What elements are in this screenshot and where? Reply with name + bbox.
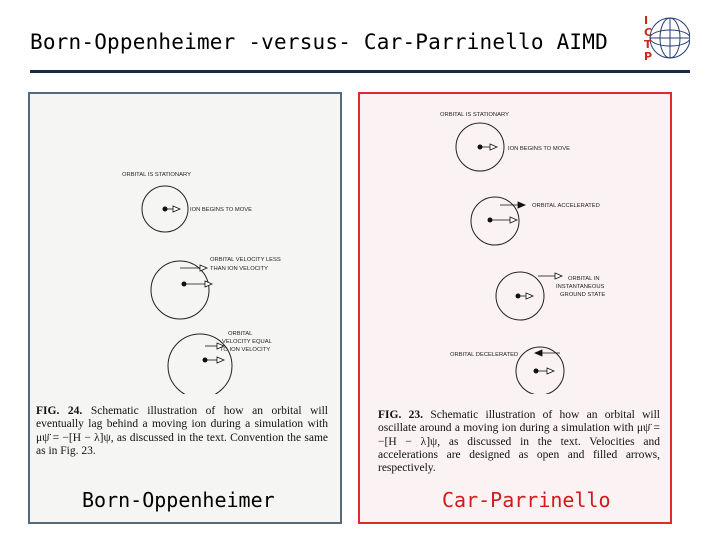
cp-orbital-figure: ORBITAL IS STATIONARY ION BEGINS TO MOVE… (440, 112, 605, 394)
bo-label-vel-equal-3: TO ION VELOCITY (220, 347, 270, 353)
bo-caption-text: Schematic illustration of how an orbital… (36, 405, 328, 457)
bo-ion-velocity-arrow-3 (216, 356, 226, 364)
car-parrinello-panel: ORBITAL IS STATIONARY ION BEGINS TO MOVE… (358, 92, 672, 524)
cp-label-instant-3: GROUND STATE (560, 292, 605, 298)
cp-ion-velocity-arrow-4 (546, 367, 556, 375)
cp-figure-caption: FIG. 23. Schematic illustration of how a… (378, 409, 660, 475)
cp-ion-velocity-arrow-2 (509, 216, 519, 224)
cp-label-instant-2: INSTANTANEOUS (556, 284, 605, 290)
globe-icon (649, 17, 690, 59)
born-oppenheimer-panel: ORBITAL IS STATIONARY ION BEGINS TO MOVE… (28, 92, 342, 524)
cp-orbital-3 (495, 271, 545, 321)
logo-letter-i: I (644, 14, 648, 27)
cp-orbital-deceleration-arrow-4 (533, 349, 543, 357)
cp-label-instant-1: ORBITAL IN (568, 276, 600, 282)
cp-orbital-1 (455, 122, 505, 172)
bo-orbital-1 (141, 185, 189, 233)
cp-label-stationary: ORBITAL IS STATIONARY (440, 112, 509, 118)
bo-label-ion-moves: ION BEGINS TO MOVE (190, 207, 252, 213)
bo-orbital-2 (150, 260, 210, 320)
bo-method-label: Born-Oppenheimer (82, 488, 275, 512)
bo-label-stationary: ORBITAL IS STATIONARY (122, 172, 191, 178)
cp-orbital-acceleration-arrow-2 (517, 201, 527, 209)
cp-ion-velocity-arrow-3 (525, 292, 535, 300)
cp-label-decelerated: ORBITAL DECELERATED (450, 352, 518, 358)
cp-ion-velocity-arrow-1 (489, 143, 499, 151)
cp-fig-number: FIG. 23. (378, 409, 423, 421)
bo-orbital-velocity-arrow-3 (216, 342, 226, 350)
bo-orbital-velocity-arrow-2 (199, 264, 209, 272)
cp-caption-text: Schematic illustration of how an orbital… (378, 409, 660, 475)
bo-label-vel-equal-2: VELOCITY EQUAL (222, 339, 273, 345)
cp-orbital-4 (515, 346, 565, 394)
cp-method-label: Car-Parrinello (442, 488, 611, 512)
title-underline (30, 70, 690, 73)
bo-ion-velocity-arrow-1 (172, 205, 182, 213)
logo-letter-t: T (644, 38, 652, 51)
bo-label-vel-less-2: THAN ION VELOCITY (210, 266, 268, 272)
bo-figure-caption: FIG. 24. Schematic illustration of how a… (36, 405, 328, 458)
bo-fig-number: FIG. 24. (36, 405, 83, 417)
cp-label-accelerated: ORBITAL ACCELERATED (532, 203, 600, 209)
logo-letter-p: P (644, 50, 652, 63)
cp-orbital-velocity-arrow-3 (554, 272, 564, 280)
bo-orbital-3 (167, 333, 233, 394)
ictp-logo: I C T P (644, 14, 690, 63)
bo-label-vel-less-1: ORBITAL VELOCITY LESS (210, 257, 281, 263)
logo-letter-c: C (644, 26, 652, 39)
bo-ion-velocity-arrow-2 (204, 280, 214, 288)
cp-label-ion-moves: ION BEGINS TO MOVE (508, 146, 570, 152)
cp-orbital-2 (470, 196, 520, 246)
bo-orbital-figure: ORBITAL IS STATIONARY ION BEGINS TO MOVE… (122, 172, 281, 394)
bo-label-vel-equal-1: ORBITAL (228, 331, 253, 337)
slide-title: Born-Oppenheimer -versus- Car-Parrinello… (30, 30, 608, 54)
